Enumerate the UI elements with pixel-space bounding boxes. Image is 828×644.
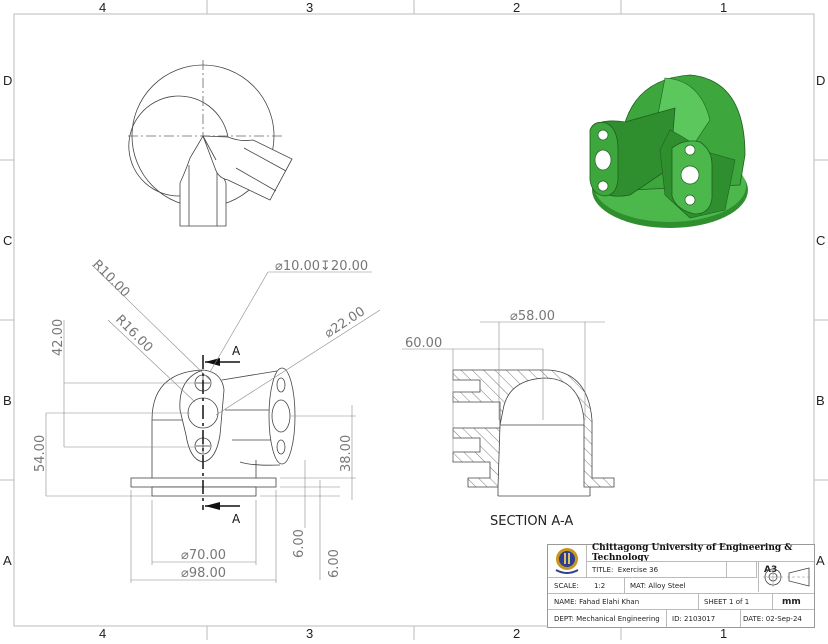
title-value: Exercise 36 xyxy=(617,566,659,574)
zone-top-3: 3 xyxy=(306,0,313,15)
section-dimension-texts: ⌀58.00 60.00 SECTION A-A xyxy=(405,309,573,529)
dim-hole: ⌀10.00↧20.00 xyxy=(275,259,368,274)
zone-left-A: A xyxy=(3,553,12,568)
front-view xyxy=(130,355,296,510)
dim-6b: 6.00 xyxy=(327,549,342,578)
dim-98: ⌀98.00 xyxy=(181,566,226,581)
dim-58: ⌀58.00 xyxy=(510,309,555,324)
zone-top-2: 2 xyxy=(513,0,520,15)
scale-value: 1:2 xyxy=(594,582,606,590)
zone-bottom-4: 4 xyxy=(99,626,106,640)
title-block: Chittagong University of Engineering & T… xyxy=(547,543,815,628)
zone-right-C: C xyxy=(816,233,825,248)
zone-right-A: A xyxy=(816,553,825,568)
scale-row: SCALE: 1:2 MAT: Alloy Steel xyxy=(548,577,756,594)
top-view xyxy=(128,60,293,227)
zone-labels: 4 3 2 1 4 3 2 1 D C B A D C B A xyxy=(3,0,825,641)
sheet-size: A3 xyxy=(764,565,778,575)
dim-r16: R16.00 xyxy=(112,312,155,355)
section-dimension-lines xyxy=(402,321,605,460)
dim-60: 60.00 xyxy=(405,336,442,351)
date: DATE: 02-Sep-24 xyxy=(743,614,802,623)
zone-bottom-2: 2 xyxy=(513,626,520,640)
scale-label: SCALE: xyxy=(554,582,579,590)
divider xyxy=(666,610,667,627)
dim-38: 38.00 xyxy=(339,435,354,472)
dim-6a: 6.00 xyxy=(292,529,307,558)
divider xyxy=(740,610,741,627)
divider xyxy=(756,562,757,578)
projection-symbol-icon xyxy=(758,562,815,592)
zone-right-B: B xyxy=(816,393,825,408)
student-id: ID: 2103017 xyxy=(672,614,716,623)
title-label: TITLE: xyxy=(592,566,614,574)
divider xyxy=(772,594,773,610)
dim-70: ⌀70.00 xyxy=(181,548,226,563)
title-cell: TITLE: Exercise 36 xyxy=(586,562,726,578)
dim-bore: ⌀22.00 xyxy=(322,304,368,341)
department: DEPT: Mechanical Engineering xyxy=(554,614,660,623)
dim-54: 54.00 xyxy=(33,435,48,472)
author-name: NAME: Fahad Elahi Khan xyxy=(554,598,640,606)
name-row: NAME: Fahad Elahi Khan SHEET 1 of 1 mm xyxy=(548,593,814,610)
zone-bottom-3: 3 xyxy=(306,626,313,640)
zone-left-B: B xyxy=(3,393,12,408)
divider xyxy=(726,562,727,578)
title-row: TITLE: Exercise 36 A3 xyxy=(586,561,814,578)
divider xyxy=(698,594,699,610)
front-dimension-lines xyxy=(45,264,381,583)
zone-top-1: 1 xyxy=(720,0,727,15)
material: MAT: Alloy Steel xyxy=(630,582,686,590)
dept-row: DEPT: Mechanical Engineering ID: 2103017… xyxy=(548,609,814,627)
university-logo xyxy=(552,546,582,576)
zone-top-4: 4 xyxy=(99,0,106,15)
section-label-top: A xyxy=(232,344,241,358)
section-title: SECTION A-A xyxy=(490,514,573,529)
units: mm xyxy=(782,597,801,607)
zone-left-D: D xyxy=(3,73,12,88)
zone-bottom-1: 1 xyxy=(720,626,727,640)
divider xyxy=(624,578,625,594)
university-name: Chittagong University of Engineering & T… xyxy=(592,543,793,563)
zone-left-C: C xyxy=(3,233,12,248)
dim-r10: R10.00 xyxy=(89,257,132,300)
section-view xyxy=(452,369,615,497)
dim-42: 42.00 xyxy=(51,319,66,356)
isometric-view xyxy=(589,74,748,228)
sheet-number: SHEET 1 of 1 xyxy=(704,598,750,606)
section-label-bottom: A xyxy=(232,512,241,526)
zone-right-D: D xyxy=(816,73,825,88)
